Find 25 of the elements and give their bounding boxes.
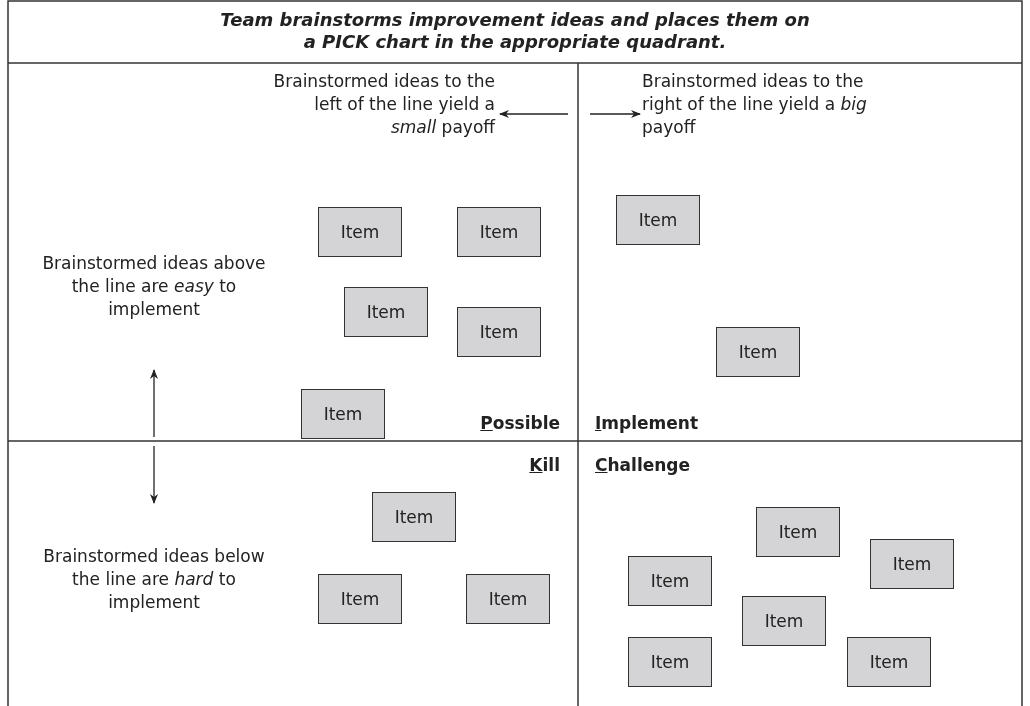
quadrant-label: Challenge: [595, 455, 691, 475]
idea-card: Item: [870, 539, 954, 589]
idea-card: Item: [716, 327, 800, 377]
idea-card: Item: [847, 637, 931, 687]
explanation-note: Brainstormed ideas to the right of the line yield a big payoff: [642, 70, 868, 139]
idea-card: Item: [372, 492, 456, 542]
idea-card: Item: [457, 307, 541, 357]
explanation-note: Brainstormed ideas below the line are hard to implement: [42, 545, 266, 614]
quadrant-label: Implement: [595, 413, 699, 433]
idea-card: Item: [466, 574, 550, 624]
chart-title: Team brainstorms improvement ideas and places them on a PICK chart in the appropriate quadrant.: [220, 9, 810, 53]
idea-card: Item: [301, 389, 385, 439]
quadrant-label: Possible: [480, 413, 560, 433]
idea-card: Item: [628, 637, 712, 687]
idea-card: Item: [344, 287, 428, 337]
idea-card: Item: [742, 596, 826, 646]
quadrant-label: Kill: [529, 455, 560, 475]
idea-card: Item: [457, 207, 541, 257]
idea-card: Item: [318, 207, 402, 257]
idea-card: Item: [318, 574, 402, 624]
idea-card: Item: [628, 556, 712, 606]
explanation-note: Brainstormed ideas above the line are easy to implement: [41, 252, 267, 321]
explanation-note: Brainstormed ideas to the left of the line yield a small payoff: [272, 70, 495, 139]
idea-card: Item: [616, 195, 700, 245]
idea-card: Item: [756, 507, 840, 557]
